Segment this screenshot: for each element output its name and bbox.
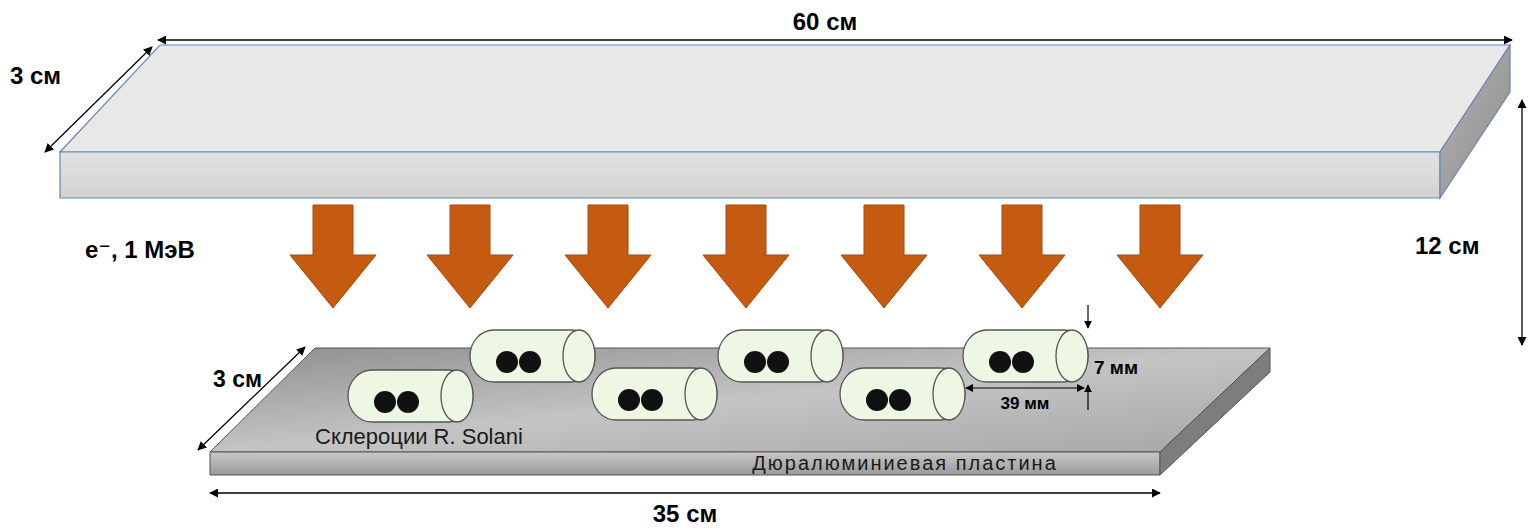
plate-top bbox=[210, 348, 1270, 452]
dimension-label: 39 мм bbox=[1001, 394, 1050, 414]
dimension-label: 3 см bbox=[10, 62, 61, 89]
dimension-label: 35 см bbox=[653, 500, 717, 527]
dimension-label: 60 см bbox=[793, 8, 857, 35]
beam-label: e⁻, 1 МэВ bbox=[85, 236, 195, 263]
plate-front bbox=[210, 452, 1160, 475]
electron-source-slab bbox=[60, 45, 1510, 198]
dimension-label: 12 см bbox=[1415, 232, 1479, 259]
dimension-lines bbox=[45, 40, 1522, 493]
sample-label: Склероции R. Solani bbox=[315, 424, 523, 450]
dimension-label: 3 см bbox=[213, 366, 262, 392]
plate-side bbox=[1160, 348, 1270, 475]
dimension-label: 7 мм bbox=[1094, 357, 1138, 379]
beam-arrows bbox=[290, 205, 1203, 308]
plate-label: Дюралюминиевая пластина bbox=[752, 452, 1058, 475]
